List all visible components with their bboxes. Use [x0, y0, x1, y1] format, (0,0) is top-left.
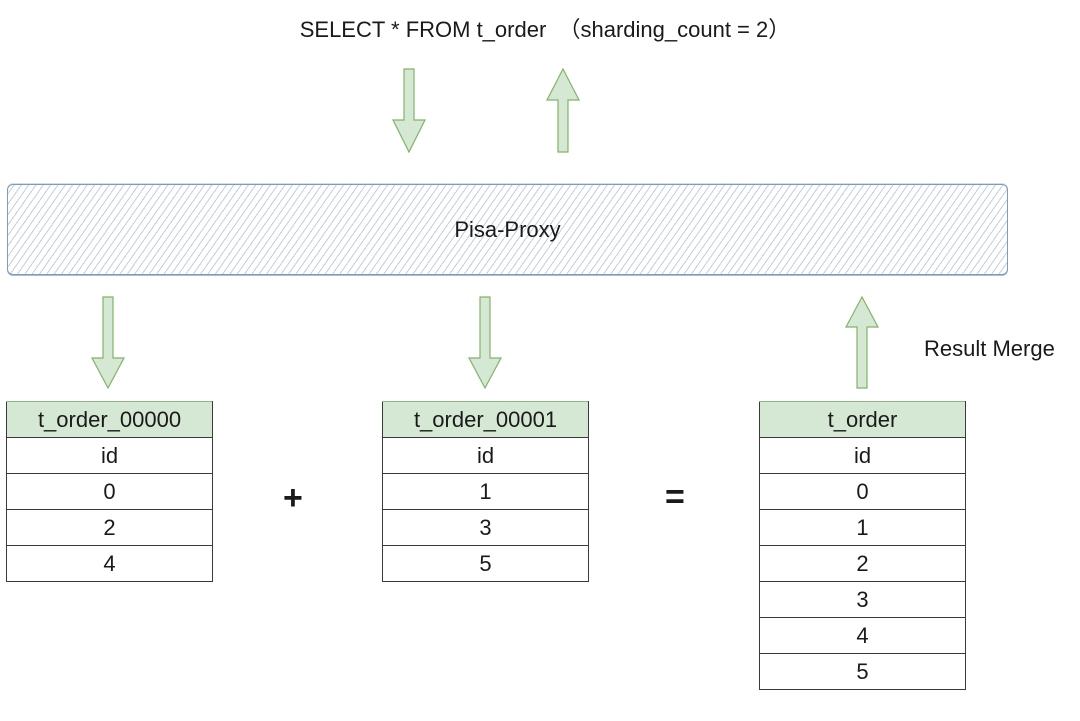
arrow-up-icon — [845, 296, 879, 389]
column-header: id — [382, 437, 589, 474]
table-name-header: t_order_00001 — [382, 401, 589, 438]
shard-table-t-order-00000: t_order_00000 id 0 2 4 — [6, 401, 213, 582]
table-cell: 2 — [6, 509, 213, 546]
table-name-header: t_order_00000 — [6, 401, 213, 438]
table-cell: 4 — [6, 545, 213, 582]
arrow-up-icon — [546, 68, 580, 153]
table-cell: 1 — [382, 473, 589, 510]
table-cell: 3 — [759, 581, 966, 618]
arrow-down-icon — [468, 296, 502, 390]
table-cell: 5 — [382, 545, 589, 582]
table-cell: 0 — [759, 473, 966, 510]
table-cell: 4 — [759, 617, 966, 654]
column-header: id — [6, 437, 213, 474]
arrow-down-icon — [392, 68, 426, 154]
equals-operator: = — [665, 478, 685, 516]
table-cell: 0 — [6, 473, 213, 510]
table-name-header: t_order — [759, 401, 966, 438]
arrow-down-icon — [91, 296, 125, 390]
table-cell: 3 — [382, 509, 589, 546]
column-header: id — [759, 437, 966, 474]
query-text: SELECT * FROM t_order （sharding_count = … — [299, 17, 791, 42]
result-merge-label: Result Merge — [924, 336, 1055, 361]
plus-operator: + — [283, 479, 303, 517]
shard-table-t-order-00001: t_order_00001 id 1 3 5 — [382, 401, 589, 582]
pisa-proxy-label: Pisa-Proxy — [454, 216, 561, 242]
table-cell: 1 — [759, 509, 966, 546]
pisa-proxy-box: Pisa-Proxy — [7, 184, 1008, 275]
table-cell: 5 — [759, 653, 966, 690]
table-cell: 2 — [759, 545, 966, 582]
merged-table-t-order: t_order id 0 1 2 3 4 5 — [759, 401, 966, 690]
